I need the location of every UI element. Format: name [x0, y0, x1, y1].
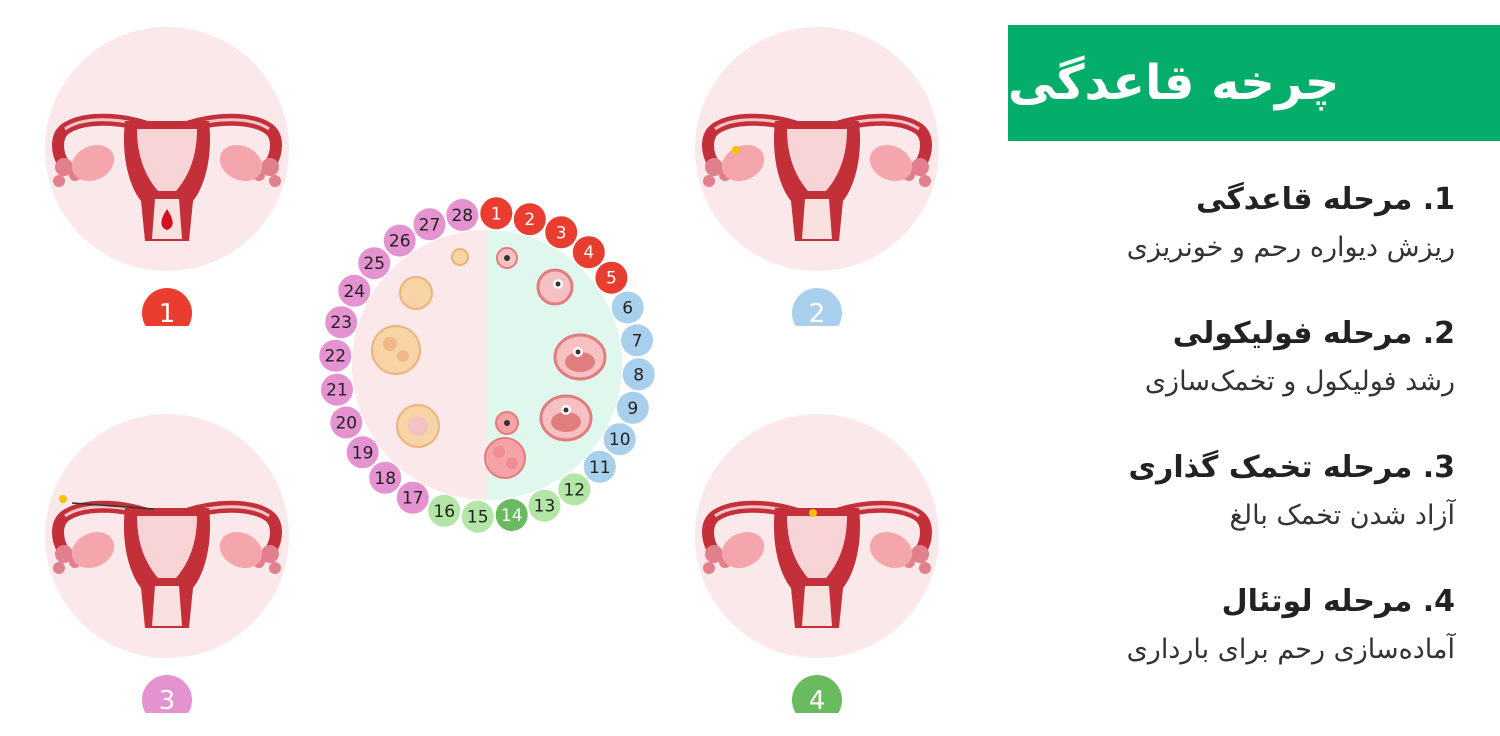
- corpus-luteum-sequence: [371, 248, 469, 448]
- cycle-day-label: 24: [343, 282, 365, 302]
- cycle-day-dot: [558, 473, 591, 506]
- phase-item-4: 4. مرحله لوتئال آماده‌سازی رحم برای بارد…: [1010, 582, 1455, 670]
- blood-drop-icon: [161, 209, 173, 230]
- cycle-day-label: 1: [491, 204, 502, 224]
- cycle-day-label: 13: [534, 497, 556, 517]
- cycle-day-label: 20: [335, 414, 357, 434]
- phase-title: 2. مرحله فولیکولی: [1172, 316, 1455, 351]
- cycle-day-label: 18: [374, 469, 396, 489]
- cycle-day-dot: [545, 216, 578, 249]
- phase-badge: [142, 675, 192, 713]
- cycle-day-label: 22: [324, 347, 346, 367]
- cycle-day-dot: [428, 494, 461, 527]
- cycle-day-dot: [446, 199, 479, 231]
- phase-title: 4. مرحله لوتئال: [1221, 584, 1455, 619]
- cycle-day-dot: [369, 461, 402, 494]
- cycle-day-label: 15: [467, 508, 489, 528]
- cycle-day-label: 11: [589, 458, 611, 478]
- cycle-day-label: 14: [501, 506, 523, 526]
- cycle-day-dot: [330, 406, 363, 439]
- egg-icon: [732, 146, 740, 154]
- cycle-day-dot: [480, 197, 513, 230]
- phase-4-illustration: 4: [695, 414, 939, 713]
- phase-badge-number: 2: [809, 299, 826, 326]
- phase-description: آزاد شدن تخمک بالغ: [1229, 500, 1456, 531]
- phase-title: 1. مرحله قاعدگی: [1196, 182, 1455, 217]
- cycle-day-label: 4: [583, 243, 594, 263]
- cycle-day-label: 12: [563, 480, 585, 500]
- cycle-follicular-half: [487, 230, 622, 500]
- cycle-day-dot: [325, 306, 358, 339]
- cycle-day-dot: [461, 500, 494, 533]
- egg-path-arrow: [71, 502, 155, 510]
- phase-badge-number: 1: [159, 299, 176, 326]
- egg-icon: [809, 509, 817, 517]
- phase-title: 3. مرحله تخمک گذاری: [1128, 450, 1455, 485]
- cycle-day-dot: [595, 261, 628, 294]
- phase-badge-number: 3: [159, 686, 176, 713]
- phase-item-1: 1. مرحله قاعدگی ریزش دیواره رحم و خونریز…: [1010, 180, 1455, 268]
- cycle-day-label: 27: [419, 215, 441, 235]
- phase-2-illustration: 2: [695, 27, 939, 326]
- cycle-day-label: 19: [352, 443, 374, 463]
- cycle-day-dot: [528, 489, 561, 522]
- cycle-day-label: 16: [433, 502, 455, 522]
- cycle-day-label: 21: [326, 381, 348, 401]
- cycle-day-label: 7: [632, 331, 643, 351]
- phase-item-2: 2. مرحله فولیکولی رشد فولیکول و تخمک‌ساز…: [1010, 314, 1455, 402]
- cycle-day-dot: [611, 291, 644, 324]
- phase-badge: [792, 675, 842, 713]
- title-banner: چرخه قاعدگی: [1008, 25, 1500, 141]
- phase-badge: [792, 288, 842, 326]
- cycle-day-dot: [622, 358, 655, 391]
- phase-description: رشد فولیکول و تخمک‌سازی: [1144, 366, 1455, 397]
- phase-1-illustration: 1: [45, 27, 289, 326]
- cycle-day-dot: [603, 423, 636, 456]
- cycle-day-dot: [616, 391, 649, 424]
- phase-3-illustration: 3: [45, 414, 289, 713]
- phase-badge-number: 4: [809, 686, 826, 713]
- follicle-sequence: [484, 247, 607, 479]
- cycle-day-label: 6: [622, 299, 633, 319]
- cycle-day-label: 23: [330, 313, 352, 333]
- cycle-day-dot: [572, 236, 605, 269]
- cycle-day-label: 8: [633, 365, 644, 385]
- cycle-day-dot: [346, 436, 379, 469]
- page-title: چرخه قاعدگی: [1008, 55, 1340, 111]
- cycle-day-dot: [358, 247, 391, 280]
- cycle-day-dot: [338, 274, 371, 307]
- cycle-day-dot: [513, 203, 546, 236]
- cycle-day-label: 26: [389, 232, 411, 252]
- phase-description: ریزش دیواره رحم و خونریزی: [1126, 232, 1455, 263]
- cycle-day-label: 25: [363, 254, 385, 274]
- cycle-day-label: 10: [609, 430, 631, 450]
- cycle-day-label: 17: [402, 489, 424, 509]
- cycle-day-label: 9: [627, 399, 638, 419]
- egg-icon: [59, 495, 67, 503]
- cycle-day-label: 5: [606, 269, 617, 289]
- cycle-day-dot: [583, 450, 616, 483]
- cycle-day-dot: [319, 339, 352, 372]
- cycle-day-dot: [621, 324, 653, 357]
- phase-description: آماده‌سازی رحم برای بارداری: [1126, 634, 1455, 665]
- phase-badge: [142, 288, 192, 326]
- cycle-day-dot: [495, 499, 528, 531]
- cycle-day-dot: [383, 224, 416, 257]
- cycle-day-label: 28: [451, 206, 473, 226]
- cycle-luteal-half: [352, 230, 487, 500]
- cycle-day-label: 2: [524, 210, 535, 230]
- cycle-day-label: 3: [556, 223, 567, 243]
- cycle-day-dot: [413, 208, 446, 241]
- cycle-day-dot: [396, 481, 429, 514]
- phase-item-3: 3. مرحله تخمک گذاری آزاد شدن تخمک بالغ: [1010, 448, 1455, 536]
- cycle-day-dot: [321, 373, 353, 406]
